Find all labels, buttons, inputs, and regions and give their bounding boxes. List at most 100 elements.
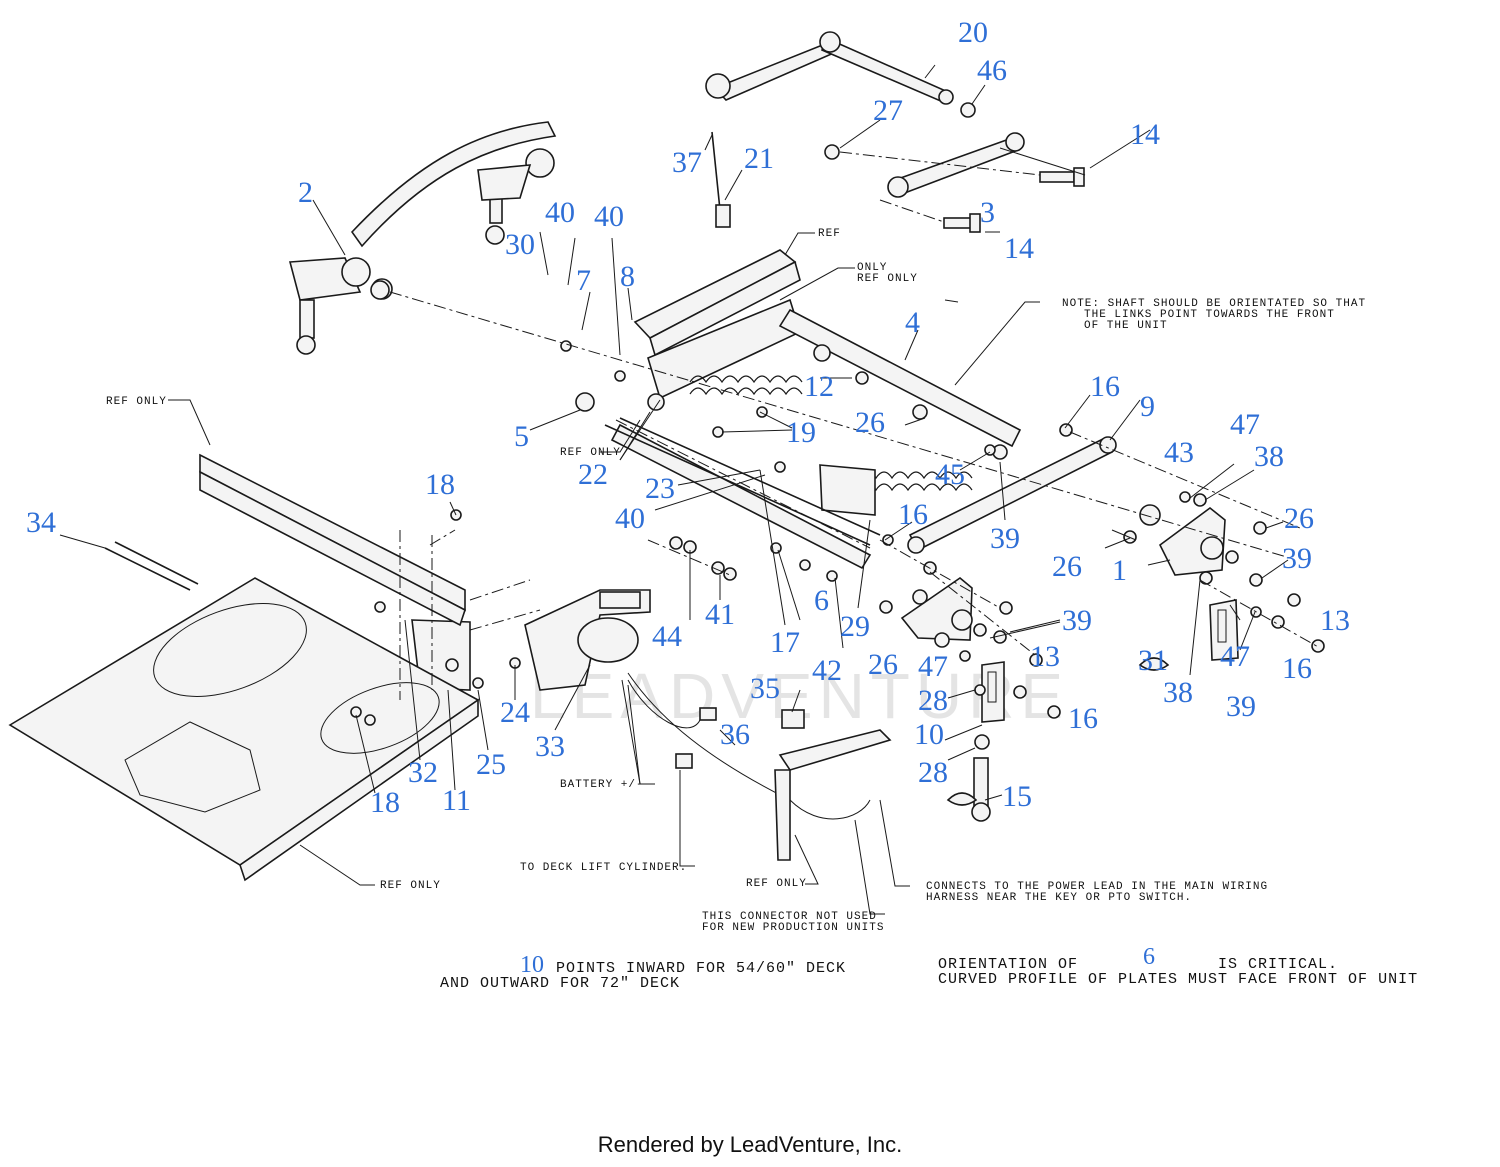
callout-29: 29 bbox=[840, 610, 870, 643]
note-deck-line-1: POINTS INWARD FOR 54/60" DECK bbox=[556, 960, 846, 977]
label-ref-only-base: REF ONLY bbox=[380, 880, 441, 892]
callout-32: 32 bbox=[408, 756, 438, 789]
callout-30: 30 bbox=[505, 228, 535, 261]
cross-member bbox=[199, 453, 466, 627]
callout-8: 8 bbox=[620, 260, 635, 293]
callout-20: 20 bbox=[958, 16, 988, 49]
bushing-46 bbox=[960, 102, 976, 118]
callout-40-right: 40 bbox=[594, 200, 624, 233]
callout-43: 43 bbox=[1164, 436, 1194, 469]
callout-26-lower: 26 bbox=[868, 648, 898, 681]
callout-16-lower: 16 bbox=[1068, 702, 1098, 735]
callout-16-right: 16 bbox=[1282, 652, 1312, 685]
callout-14-upper: 14 bbox=[1130, 118, 1160, 151]
clip-31 bbox=[1138, 657, 1170, 671]
callout-41: 41 bbox=[705, 598, 735, 631]
pivot-plate-1 bbox=[1158, 506, 1226, 576]
callout-13-right: 13 bbox=[1320, 604, 1350, 637]
callout-19: 19 bbox=[786, 416, 816, 449]
pin-15 bbox=[971, 757, 991, 822]
callout-36: 36 bbox=[720, 718, 750, 751]
link-arm-20 bbox=[705, 31, 954, 105]
callout-5: 5 bbox=[514, 420, 529, 453]
callout-13-center: 13 bbox=[1030, 640, 1060, 673]
note-orientation-line-2: CURVED PROFILE OF PLATES MUST FACE FRONT… bbox=[938, 971, 1418, 988]
switch-mount-bracket bbox=[633, 249, 801, 357]
callout-9: 9 bbox=[1140, 390, 1155, 423]
label-deck-lift: TO DECK LIFT CYLINDER. bbox=[520, 862, 687, 874]
note-orientation-suffix: IS CRITICAL. bbox=[1218, 956, 1338, 973]
callout-26-middle: 26 bbox=[1052, 550, 1082, 583]
leader-lines bbox=[59, 64, 1289, 801]
callout-34: 34 bbox=[26, 506, 56, 539]
callout-44: 44 bbox=[652, 620, 682, 653]
shaft-note-line-1: NOTE: SHAFT SHOULD BE ORIENTATED SO THAT bbox=[1062, 298, 1366, 310]
bolt-14-upper bbox=[1039, 167, 1085, 187]
center-lines bbox=[389, 291, 1321, 700]
bushing-27 bbox=[824, 144, 840, 160]
callout-28-upper: 28 bbox=[918, 684, 948, 717]
callout-35: 35 bbox=[750, 672, 780, 705]
callout-21: 21 bbox=[744, 142, 774, 175]
hardware bbox=[350, 280, 1325, 750]
callout-3: 3 bbox=[980, 196, 995, 229]
clip-lower bbox=[946, 792, 978, 806]
callout-38-lower: 38 bbox=[1163, 676, 1193, 709]
rendered-by-footer: Rendered by LeadVenture, Inc. bbox=[597, 1132, 903, 1157]
callout-39-lower: 39 bbox=[1226, 690, 1256, 723]
slotted-link-10 bbox=[981, 661, 1005, 723]
label-connector-line-1: THIS CONNECTOR NOT USED bbox=[702, 911, 877, 923]
label-ref-only-frame-a: ONLY bbox=[857, 262, 887, 274]
callout-18-lower: 18 bbox=[370, 786, 400, 819]
callout-10: 10 bbox=[914, 718, 944, 751]
shaft-23 bbox=[604, 417, 881, 546]
callout-27: 27 bbox=[873, 94, 903, 127]
bolt-14-lower bbox=[943, 213, 981, 233]
shaft-note-line-3: OF THE UNIT bbox=[1084, 320, 1168, 332]
label-battery: BATTERY +/- bbox=[560, 779, 644, 791]
callout-24: 24 bbox=[500, 696, 530, 729]
note-deck-line-2: AND OUTWARD FOR 72" DECK bbox=[440, 975, 680, 992]
callout-11: 11 bbox=[442, 784, 471, 817]
callout-40-lower: 40 bbox=[615, 502, 645, 535]
callout-39-center: 39 bbox=[1062, 604, 1092, 637]
callout-1: 1 bbox=[1112, 554, 1127, 587]
callout-17: 17 bbox=[770, 626, 800, 659]
callout-39-right: 39 bbox=[1282, 542, 1312, 575]
callout-6: 6 bbox=[814, 584, 829, 617]
callout-23: 23 bbox=[645, 472, 675, 505]
callout-26-upper: 26 bbox=[855, 406, 885, 439]
pivot-plate-6 bbox=[900, 576, 973, 641]
label-connects-line-2: HARNESS NEAR THE KEY OR PTO SWITCH. bbox=[926, 892, 1192, 904]
zip-ties-34 bbox=[104, 541, 199, 591]
slotted-link-38 bbox=[1209, 599, 1239, 661]
callout-7: 7 bbox=[576, 264, 591, 297]
wire-harness-36 bbox=[627, 672, 871, 820]
callout-47-right: 47 bbox=[1220, 640, 1250, 673]
callout-12: 12 bbox=[804, 370, 834, 403]
label-connector-line-2: FOR NEW PRODUCTION UNITS bbox=[702, 922, 884, 934]
shaft-note-line-2: THE LINKS POINT TOWARDS THE FRONT bbox=[1084, 309, 1335, 321]
exploded-parts-diagram: LEADVENTURE bbox=[8, 16, 1418, 992]
callout-33: 33 bbox=[535, 730, 565, 763]
base-plate bbox=[8, 577, 480, 882]
callout-15: 15 bbox=[1002, 780, 1032, 813]
callout-22: 22 bbox=[578, 458, 608, 491]
callout-47-upper: 47 bbox=[1230, 408, 1260, 441]
ref-only-leaders bbox=[168, 232, 1040, 915]
callout-4: 4 bbox=[905, 306, 920, 339]
label-ref-only-spring: REF ONLY bbox=[560, 447, 621, 459]
note-orientation-part-number: 6 bbox=[1143, 944, 1155, 970]
connector-bracket bbox=[774, 729, 892, 861]
note-deck-part-number: 10 bbox=[520, 952, 544, 978]
label-ref-only-cross-member: REF ONLY bbox=[106, 396, 167, 408]
callout-26-right: 26 bbox=[1284, 502, 1314, 535]
callout-38-upper: 38 bbox=[1254, 440, 1284, 473]
callout-25: 25 bbox=[476, 748, 506, 781]
callout-2: 2 bbox=[298, 176, 313, 209]
callout-31: 31 bbox=[1138, 644, 1168, 677]
callout-16-upper: 16 bbox=[1090, 370, 1120, 403]
link-arm-3 bbox=[887, 132, 1025, 198]
lift-frame-assembly bbox=[610, 298, 1022, 570]
callout-37: 37 bbox=[672, 146, 702, 179]
